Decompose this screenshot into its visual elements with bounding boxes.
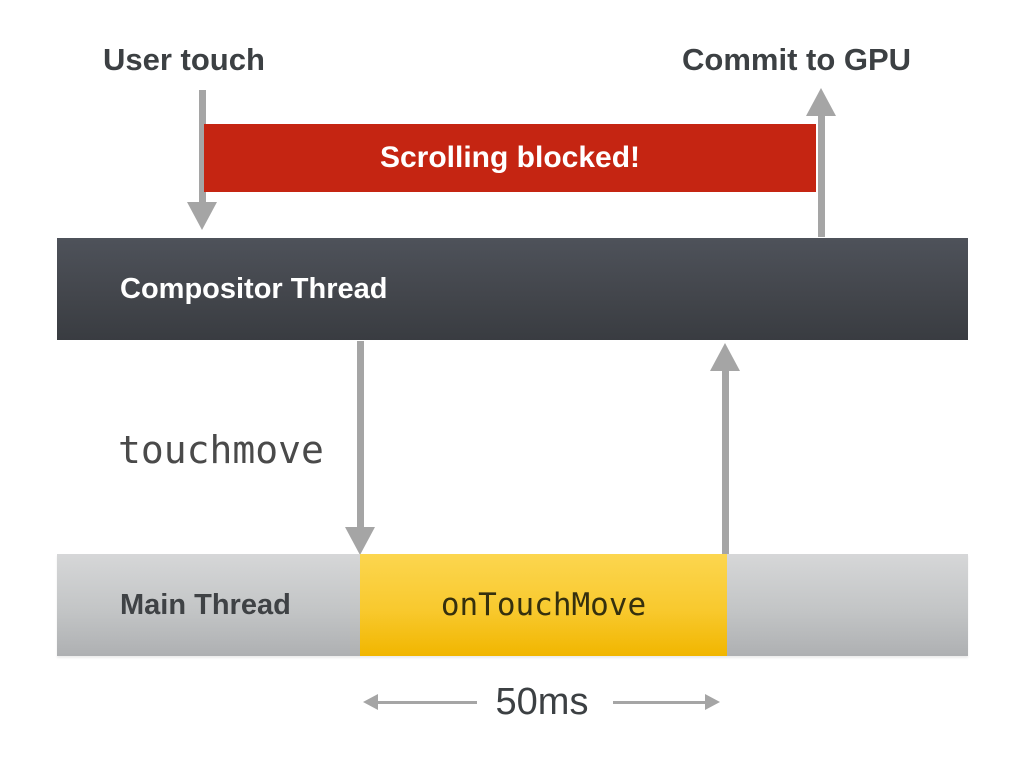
compositor-thread-bar: Compositor Thread [57, 238, 968, 340]
commit-up-arrow-icon [818, 114, 825, 237]
user-touch-label: User touch [103, 42, 265, 77]
duration-right-arrowhead-icon [705, 694, 720, 710]
duration-right-arrow-icon [613, 701, 706, 704]
reply-up-arrow-icon [722, 369, 729, 554]
reply-up-arrowhead-icon [710, 343, 740, 371]
scrolling-blocked-text: Scrolling blocked! [379, 141, 641, 174]
duration-label: 50ms [495, 681, 589, 723]
scrolling-blocked-banner: Scrolling blocked! [204, 124, 816, 192]
ontouchmove-task-label: onTouchMove [440, 587, 647, 623]
ontouchmove-task-block: onTouchMove [360, 554, 727, 656]
user-touch-down-arrow-icon [199, 90, 206, 203]
touchmove-dispatch-down-arrowhead-icon [345, 527, 375, 555]
duration-left-arrow-icon [376, 701, 477, 704]
commit-to-gpu-label: Commit to GPU [682, 42, 912, 77]
compositor-thread-label: Compositor Thread [120, 272, 388, 305]
touchmove-dispatch-down-arrow-icon [357, 341, 364, 528]
commit-up-arrowhead-icon [806, 88, 836, 116]
user-touch-down-arrowhead-icon [187, 202, 217, 230]
main-thread-label: Main Thread [120, 588, 291, 621]
touchmove-event-label: touchmove [118, 428, 324, 472]
duration-left-arrowhead-icon [363, 694, 378, 710]
